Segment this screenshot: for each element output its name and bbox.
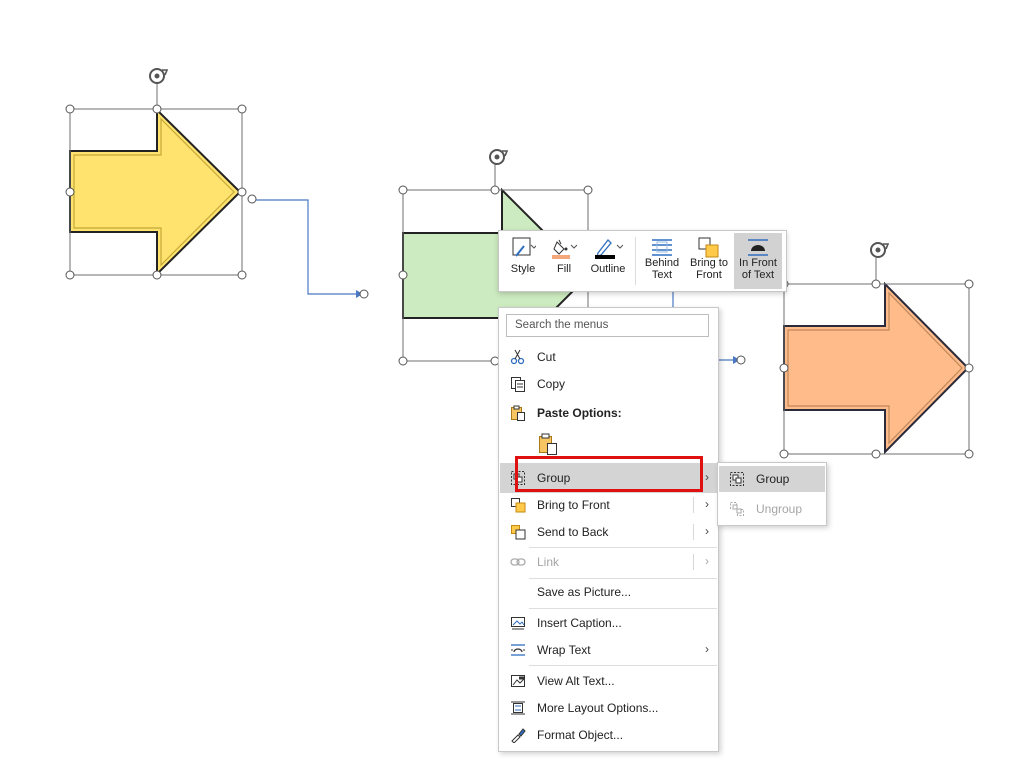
menu-item-label: Send to Back: [537, 525, 609, 539]
bring-to-front-button[interactable]: Bring to Front: [686, 233, 732, 289]
paste-picture-icon: [539, 433, 557, 455]
rotate-handle-icon[interactable]: [149, 68, 169, 84]
scissors-icon: [510, 349, 525, 365]
menu-divider: [529, 547, 717, 548]
format-object-icon: [511, 728, 526, 743]
group-icon: [730, 472, 744, 486]
menu-divider: [529, 578, 717, 579]
rotate-handle-icon[interactable]: [870, 242, 890, 258]
in-front-of-text-icon: [748, 239, 768, 256]
bring-to-front-icon: [511, 498, 526, 513]
outline-label: Outline: [590, 263, 626, 275]
search-menus-input[interactable]: Search the menus: [506, 314, 709, 337]
behind-text-button[interactable]: Behind Text: [639, 233, 685, 289]
resize-handles[interactable]: [779, 279, 974, 459]
submenu-item-label: Group: [756, 472, 790, 486]
submenu-item-group[interactable]: Group: [719, 466, 825, 492]
fill-label: Fill: [556, 263, 572, 275]
clipboard-icon: [511, 405, 525, 421]
behind-text-label-line2: Text: [651, 269, 673, 281]
menu-item-format-object[interactable]: Format Object...: [500, 722, 717, 748]
submenu-item-label: Ungroup: [756, 502, 803, 516]
paste-option-keep-source[interactable]: [500, 428, 717, 460]
alt-text-icon: [511, 675, 525, 687]
menu-item-insert-caption[interactable]: Insert Caption...: [500, 610, 717, 636]
chevron-right-icon[interactable]: ›: [705, 524, 709, 538]
style-button[interactable]: Style: [503, 233, 543, 289]
bring-to-front-label-line2: Front: [696, 269, 722, 281]
mini-toolbar: Style Fill Outline Behind Text: [498, 230, 787, 292]
menu-item-label: More Layout Options...: [537, 701, 659, 715]
outline-button[interactable]: Outline: [585, 233, 631, 289]
insert-caption-icon: [511, 617, 525, 630]
chevron-right-icon: ›: [705, 642, 709, 656]
highlight-annotation: [515, 456, 703, 492]
menu-item-group[interactable]: Group ›: [500, 463, 717, 493]
chevron-right-icon: ›: [705, 470, 709, 484]
menu-item-label: Insert Caption...: [537, 616, 622, 630]
paint-bucket-icon: [552, 239, 577, 259]
split-separator: [693, 497, 694, 513]
menu-item-label: Save as Picture...: [537, 585, 632, 599]
menu-item-label: View Alt Text...: [537, 674, 615, 688]
link-icon: [510, 558, 526, 566]
pen-outline-icon: [595, 239, 623, 259]
in-front-of-text-label-line2: of Text: [741, 269, 775, 281]
menu-item-wrap-text[interactable]: Wrap Text ›: [500, 637, 717, 663]
submenu-item-ungroup[interactable]: Ungroup: [719, 496, 825, 522]
menu-item-label: Format Object...: [537, 728, 624, 742]
menu-item-link[interactable]: Link ›: [500, 549, 717, 575]
menu-item-view-alt-text[interactable]: View Alt Text...: [500, 668, 717, 694]
menu-item-label: Bring to Front: [537, 498, 610, 512]
menu-item-label: Wrap Text: [537, 643, 591, 657]
resize-handles[interactable]: [398, 185, 593, 366]
yellow-arrow-shape[interactable]: [69, 107, 242, 277]
chevron-right-icon[interactable]: ›: [705, 497, 709, 511]
copy-icon: [511, 377, 525, 392]
menu-divider: [529, 665, 717, 666]
split-separator: [693, 524, 694, 540]
send-to-back-icon: [511, 525, 526, 540]
fill-button[interactable]: Fill: [545, 233, 583, 289]
menu-item-cut[interactable]: Cut: [500, 344, 717, 370]
orange-arrow-shape[interactable]: [783, 281, 970, 455]
behind-text-label-line1: Behind: [644, 257, 680, 269]
menu-item-more-layout-options[interactable]: More Layout Options...: [500, 695, 717, 721]
menu-item-label: Cut: [537, 350, 556, 364]
connector-line[interactable]: [247, 194, 369, 299]
bring-to-front-icon: [698, 237, 719, 258]
paste-options-header: Paste Options:: [500, 400, 717, 426]
group-submenu: Group Ungroup: [717, 462, 827, 526]
split-separator: [693, 554, 694, 570]
menu-item-label: Link: [537, 555, 560, 569]
menu-divider: [529, 608, 717, 609]
in-front-of-text-button[interactable]: In Front of Text: [734, 233, 782, 289]
menu-item-send-to-back[interactable]: Send to Back ›: [500, 519, 717, 545]
wrap-text-icon: [511, 644, 525, 656]
menu-item-label: Copy: [537, 377, 566, 391]
toolbar-separator: [635, 237, 636, 285]
layout-options-icon: [511, 701, 525, 715]
menu-item-label: Group: [537, 471, 571, 485]
rotate-handle-icon[interactable]: [489, 149, 509, 165]
ungroup-icon: [730, 502, 744, 516]
in-front-of-text-label-line1: In Front: [739, 257, 777, 269]
menu-item-save-as-picture[interactable]: Save as Picture...: [500, 579, 717, 605]
menu-item-bring-to-front[interactable]: Bring to Front ›: [500, 492, 717, 518]
chevron-right-icon: ›: [705, 554, 709, 568]
resize-handles[interactable]: [65, 104, 247, 280]
context-menu: Search the menus Cut Copy Paste Options:: [498, 307, 719, 752]
menu-item-label: Paste Options:: [537, 406, 622, 420]
shape-style-icon: [512, 237, 536, 257]
connector-line[interactable]: [672, 291, 746, 365]
menu-item-copy[interactable]: Copy: [500, 371, 717, 397]
behind-text-icon: [652, 239, 672, 256]
bring-to-front-label-line1: Bring to: [690, 257, 728, 269]
style-label: Style: [510, 263, 536, 275]
